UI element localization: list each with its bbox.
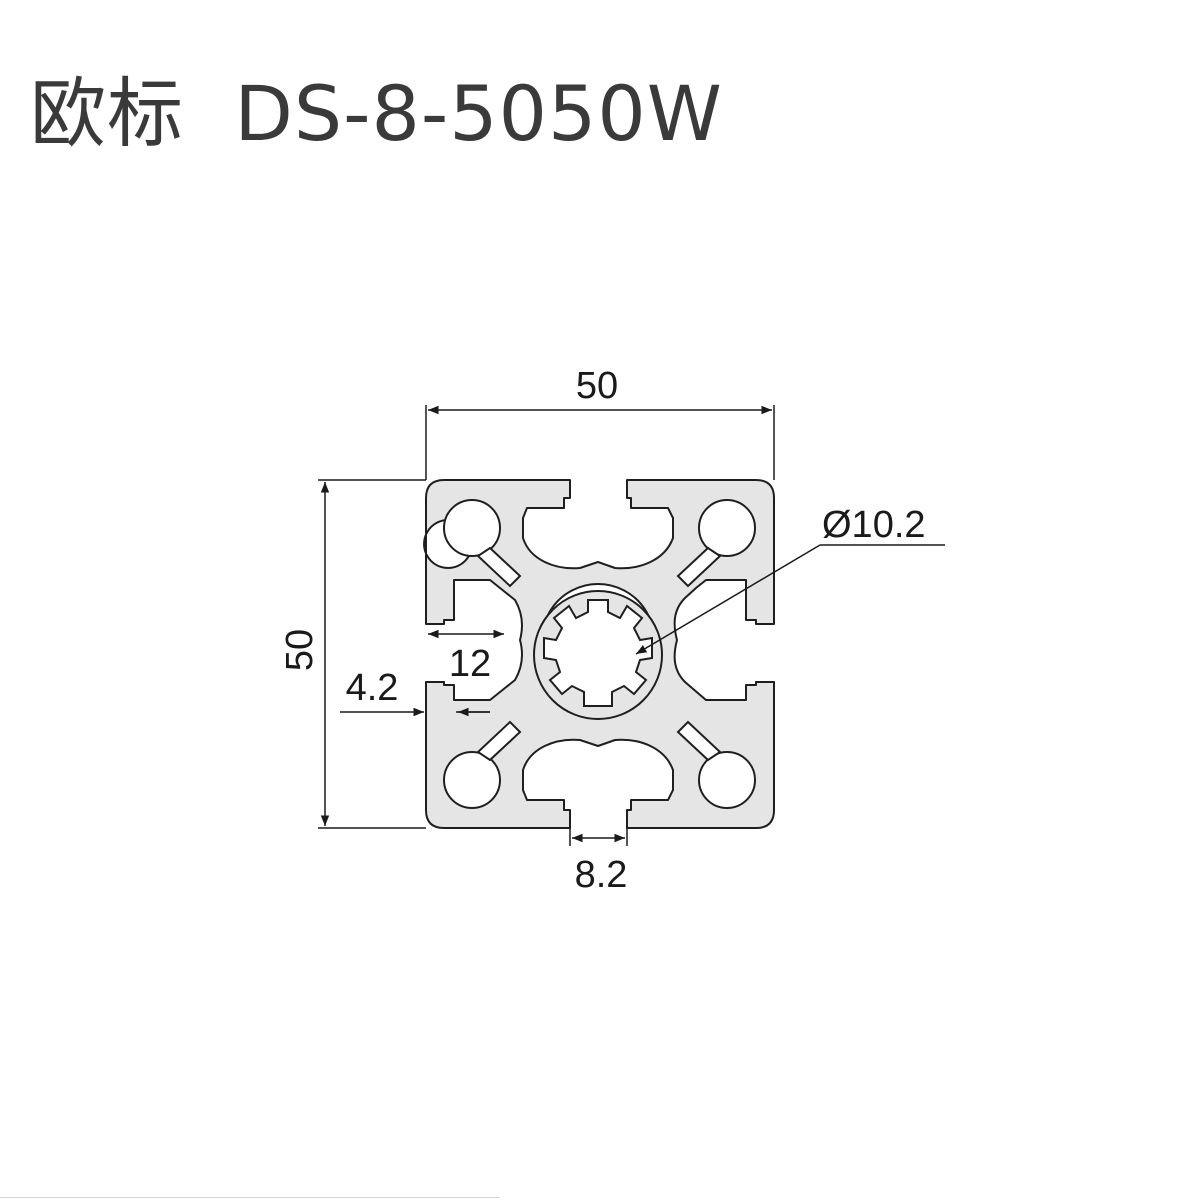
dim-height [318, 479, 426, 829]
dim-diameter-label: Ø10.2 [822, 504, 926, 546]
product-title: 欧标 DS-8-5050W [30, 69, 723, 158]
corner-holes [443, 499, 756, 809]
center-core [533, 590, 663, 720]
corner-hole-br [698, 751, 756, 809]
dim-width-label: 50 [576, 365, 618, 407]
corner-hole-tr [698, 499, 756, 557]
dim-diameter [635, 544, 945, 655]
dim-height-label: 50 [279, 629, 321, 671]
corner-hole-tl [443, 499, 501, 557]
corner-hole-bl [443, 751, 501, 809]
dim-slot-depth-label: 12 [449, 643, 491, 685]
dim-width [425, 405, 775, 480]
dim-slot-width-label: 8.2 [575, 854, 628, 896]
bottom-rule [0, 1197, 500, 1198]
dim-slot-width [569, 828, 628, 846]
dim-wall-label: 4.2 [346, 667, 399, 709]
